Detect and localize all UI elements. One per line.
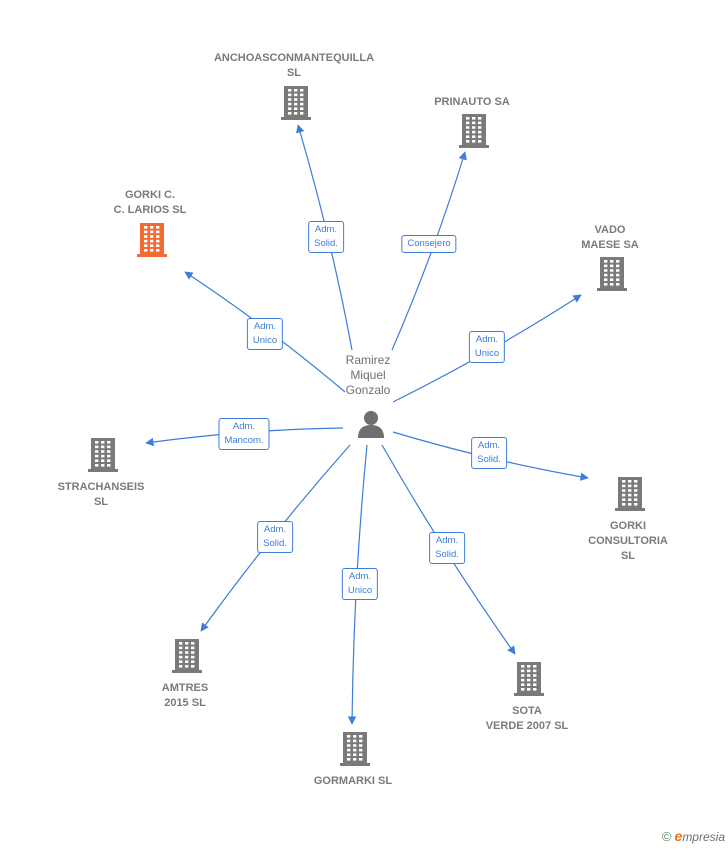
company-label-gormarki[interactable]: GORMARKI SL	[313, 775, 393, 787]
company-label-amtres[interactable]: AMTRES 2015 SL	[161, 682, 209, 709]
company-label-gorki-consultoria[interactable]: GORKI CONSULTORIA SL	[588, 520, 668, 562]
role-badge-anchoas: Adm. Solid.	[308, 221, 344, 253]
role-badge-prinauto: Consejero	[401, 235, 457, 253]
person-name[interactable]: Ramirez Miquel Gonzalo	[345, 353, 391, 397]
person-icon[interactable]	[355, 408, 387, 440]
building-icon[interactable]	[597, 257, 627, 296]
building-icon[interactable]	[172, 639, 202, 678]
role-badge-vado: Adm. Unico	[468, 331, 506, 363]
building-icon[interactable]	[459, 114, 489, 153]
role-badge-gormarki: Adm. Unico	[341, 568, 379, 600]
role-badge-gorki-larios: Adm. Unico	[246, 318, 284, 350]
building-icon[interactable]	[514, 662, 544, 701]
building-icon[interactable]	[281, 86, 311, 125]
building-icon[interactable]	[615, 477, 645, 516]
company-label-vado[interactable]: VADO MAESE SA	[581, 224, 639, 251]
role-badge-amtres: Adm. Solid.	[257, 521, 293, 553]
company-label-anchoas[interactable]: ANCHOASCONMANTEQUILLA SL	[213, 52, 375, 79]
role-badge-strachanseis: Adm. Mancom.	[218, 418, 270, 450]
building-icon[interactable]	[137, 223, 167, 262]
building-icon[interactable]	[88, 438, 118, 477]
copyright-icon: ©	[661, 829, 672, 844]
company-label-gorki-larios[interactable]: GORKI C. C. LARIOS SL	[113, 189, 187, 216]
role-badge-gorki-consultoria: Adm. Solid.	[471, 437, 507, 469]
role-badge-sota: Adm. Solid.	[429, 532, 465, 564]
company-label-strachanseis[interactable]: STRACHANSEIS SL	[57, 481, 145, 508]
company-label-prinauto[interactable]: PRINAUTO SA	[434, 96, 510, 108]
building-icon[interactable]	[340, 732, 370, 771]
company-label-sota[interactable]: SOTA VERDE 2007 SL	[485, 705, 569, 732]
brand-logo: ©empresia	[661, 828, 725, 844]
